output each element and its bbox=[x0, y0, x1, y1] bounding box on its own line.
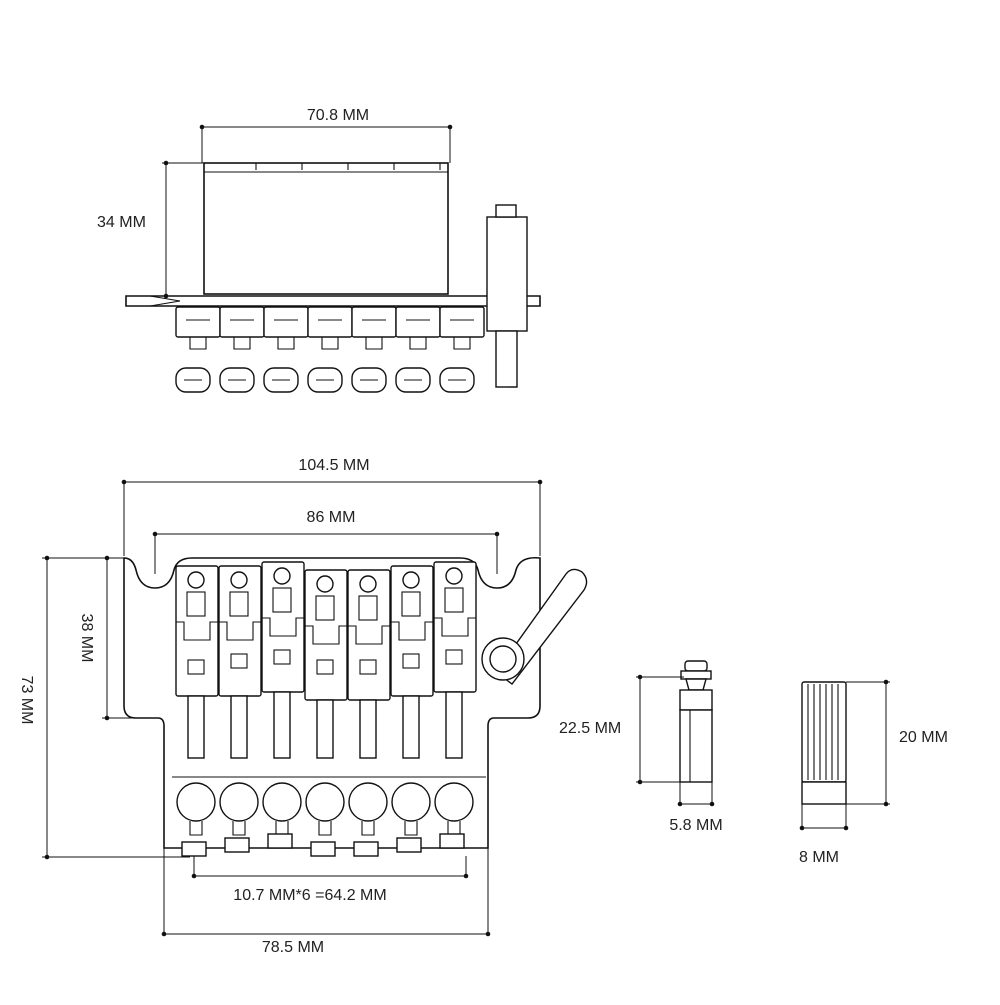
dimension-bushing-diameter: 8 MM bbox=[799, 804, 849, 866]
dimension-post-height: 22.5 MM bbox=[559, 674, 684, 785]
saddle-3 bbox=[261, 561, 305, 759]
base-plate-top bbox=[123, 556, 541, 849]
dimension-stud-spacing: 86 MM bbox=[152, 509, 500, 574]
tremolo-arm-top bbox=[481, 568, 588, 685]
label-base-height: 38 MM bbox=[78, 614, 95, 663]
dimension-string-spacing: 10.7 MM*6 =64.2 MM bbox=[191, 856, 469, 904]
arm-socket-side bbox=[486, 204, 528, 388]
dimension-post-diameter: 5.8 MM bbox=[669, 782, 723, 834]
saddle-5 bbox=[347, 569, 391, 759]
label-stud-spacing: 86 MM bbox=[307, 509, 356, 526]
dimension-side-height: 34 MM bbox=[97, 160, 204, 299]
label-side-height: 34 MM bbox=[97, 214, 146, 231]
label-total-width: 104.5 MM bbox=[298, 457, 369, 474]
stud-post: 22.5 MM 5.8 MM bbox=[559, 660, 723, 834]
label-post-height: 22.5 MM bbox=[559, 720, 621, 737]
saddle-6 bbox=[390, 565, 434, 759]
dimension-total-length: 73 MM bbox=[18, 555, 190, 860]
saddle-4 bbox=[304, 569, 348, 759]
label-side-width: 70.8 MM bbox=[307, 107, 369, 124]
saddle-1 bbox=[175, 565, 219, 759]
dimension-base-height: 38 MM bbox=[78, 555, 136, 721]
label-bushing-height: 20 MM bbox=[899, 729, 948, 746]
dimension-base-width: 78.5 MM bbox=[161, 848, 491, 956]
label-total-length: 73 MM bbox=[18, 676, 35, 725]
base-plate-side bbox=[125, 295, 541, 307]
dimension-side-width: 70.8 MM bbox=[199, 107, 453, 163]
fine-tuners-side bbox=[175, 367, 475, 393]
saddles-side bbox=[175, 306, 485, 350]
dimension-bushing-height: 20 MM bbox=[846, 679, 948, 807]
label-bushing-diameter: 8 MM bbox=[799, 849, 839, 866]
fine-tuners-top bbox=[176, 782, 474, 857]
sustain-block bbox=[203, 162, 449, 295]
saddle-2 bbox=[218, 565, 262, 759]
saddle-7 bbox=[433, 561, 477, 759]
bushing: 20 MM 8 MM bbox=[799, 679, 948, 866]
side-view: 70.8 MM 34 MM bbox=[97, 107, 541, 393]
top-view: 104.5 MM 86 MM 38 MM 73 MM bbox=[18, 457, 588, 956]
saddles-top bbox=[175, 561, 477, 759]
label-base-width: 78.5 MM bbox=[262, 939, 324, 956]
label-string-spacing: 10.7 MM*6 =64.2 MM bbox=[233, 887, 386, 904]
label-post-diameter: 5.8 MM bbox=[669, 817, 722, 834]
dimension-total-width: 104.5 MM bbox=[121, 457, 543, 556]
